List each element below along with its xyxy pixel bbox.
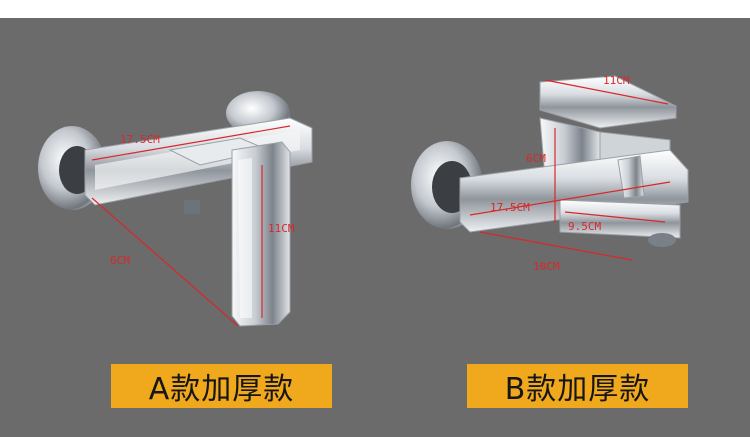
faucet-a-outlet bbox=[184, 200, 200, 214]
dim-label-a-height: 11CM bbox=[268, 222, 295, 235]
dim-label-b-overall: 10CM bbox=[533, 260, 560, 273]
dim-line-b-length bbox=[469, 181, 671, 216]
faucet-a-dimension-lines bbox=[91, 125, 291, 327]
dim-line-a-depth bbox=[91, 197, 239, 327]
dim-label-b-length: 17.5CM bbox=[490, 201, 530, 214]
dim-line-b-top-width bbox=[544, 79, 669, 105]
dim-label-a-length: 17.5CM bbox=[120, 133, 160, 146]
dim-label-a-depth: 6CM bbox=[110, 254, 130, 267]
faucet-b-spout-tip bbox=[648, 233, 676, 247]
product-a-label: A款加厚款 bbox=[148, 372, 295, 407]
faucet-b-handle bbox=[539, 75, 677, 129]
faucet-b-dimension-lines bbox=[469, 79, 671, 261]
product-b-label: B款加厚款 bbox=[504, 372, 651, 407]
product-a-label-badge: A款加厚款 bbox=[111, 364, 332, 408]
dim-line-b-overall bbox=[479, 231, 633, 261]
faucet-a bbox=[38, 91, 313, 327]
faucet-b-spout bbox=[559, 199, 681, 239]
dim-label-b-top-width: 11CM bbox=[603, 74, 630, 87]
product-b-label-badge: B款加厚款 bbox=[467, 364, 688, 408]
faucet-b bbox=[411, 75, 689, 247]
dim-label-b-height: 6CM bbox=[526, 152, 546, 165]
top-white-strip bbox=[0, 0, 750, 18]
dim-line-b-spout bbox=[564, 211, 666, 223]
dim-label-b-spout: 9.5CM bbox=[568, 220, 601, 233]
dim-line-a-length bbox=[91, 125, 291, 161]
